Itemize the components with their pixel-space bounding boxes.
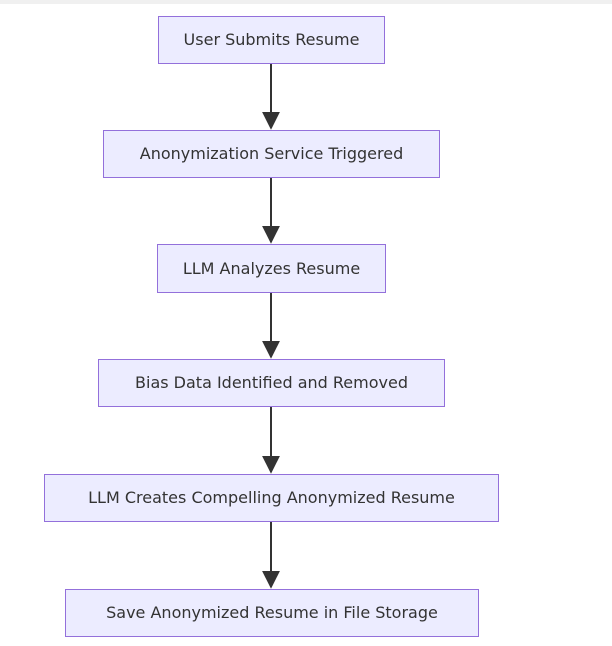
node-bias-data-removed: Bias Data Identified and Removed (98, 359, 445, 407)
node-user-submits-resume: User Submits Resume (158, 16, 385, 64)
top-border (0, 0, 612, 4)
node-label: Bias Data Identified and Removed (135, 373, 408, 392)
node-label: Anonymization Service Triggered (139, 144, 404, 163)
node-label: LLM Analyzes Resume (182, 258, 361, 278)
node-anonymization-service-triggered: Anonymization Service Triggered (103, 130, 440, 178)
node-save-anonymized-resume: Save Anonymized Resume in File Storage (65, 589, 479, 637)
node-label: LLM Creates Compelling Anonymized Resume (88, 488, 455, 507)
node-llm-creates-anonymized-resume: LLM Creates Compelling Anonymized Resume (44, 474, 499, 522)
node-label: Save Anonymized Resume in File Storage (106, 603, 438, 622)
node-llm-analyzes-resume: LLM Analyzes Resume (157, 244, 386, 293)
node-label: User Submits Resume (183, 30, 360, 49)
